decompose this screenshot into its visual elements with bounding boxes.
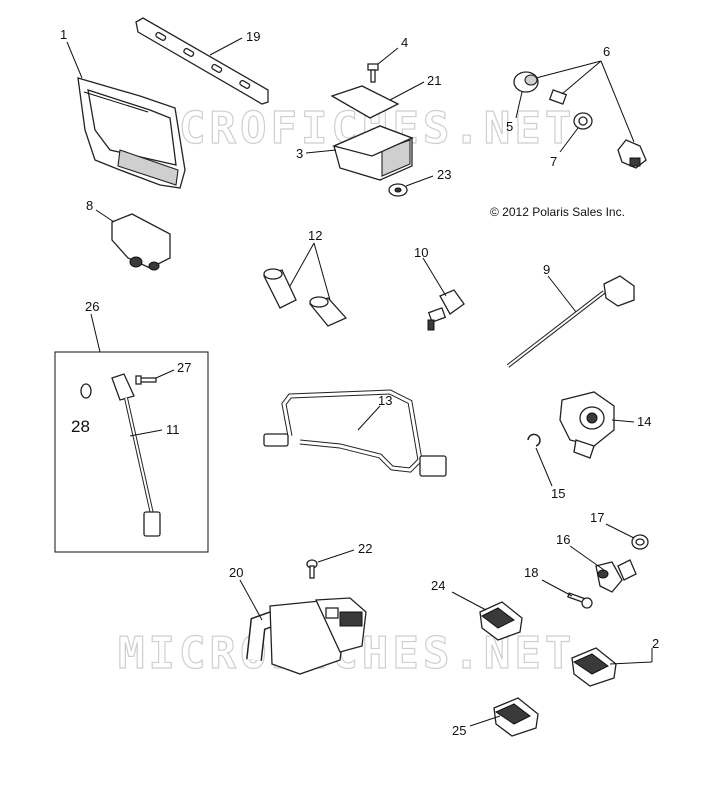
callout-27: 27 [177,360,191,375]
callout-18: 18 [524,565,538,580]
part-24-switch[interactable] [479,601,523,641]
part-2-switch[interactable] [571,647,617,687]
callout-19: 19 [246,29,260,44]
callout-17: 17 [590,510,604,525]
part-4-screw[interactable] [367,63,379,83]
part-5-cap[interactable] [513,71,539,93]
callout-24: 24 [431,578,445,593]
part-28-o-ring[interactable] [80,383,92,399]
part-6-connector[interactable] [548,89,647,169]
callout-10: 10 [414,245,428,260]
part-22-screw[interactable] [306,559,318,579]
part-16-elbow[interactable] [595,559,637,593]
part-12-sensors[interactable] [263,268,348,327]
callout-7: 7 [550,154,557,169]
callout-6: 6 [603,44,610,59]
callout-2: 2 [652,636,659,651]
callout-16: 16 [556,532,570,547]
callout-13: 13 [378,393,392,408]
callout-21: 21 [427,73,441,88]
part-1-ecu[interactable] [77,77,186,189]
part-11-o2-sensor[interactable] [111,373,161,537]
callout-4: 4 [401,35,408,50]
callout-9: 9 [543,262,550,277]
part-26-kit-box[interactable] [54,351,209,553]
part-17-o-ring[interactable] [631,534,649,550]
callout-20: 20 [229,565,243,580]
callout-28: 28 [71,417,90,436]
callout-5: 5 [506,119,513,134]
part-23-grommet[interactable] [388,183,408,197]
part-9-probe[interactable] [506,275,635,368]
part-27-screw[interactable] [135,375,157,385]
callout-23: 23 [437,167,451,182]
part-19-bracket[interactable] [135,17,269,105]
callout-14: 14 [637,414,651,429]
part-20-throttle-body[interactable] [246,597,367,675]
callout-22: 22 [358,541,372,556]
callout-3: 3 [296,146,303,161]
part-8-sensor[interactable] [111,213,171,271]
callout-26: 26 [85,299,99,314]
part-18-bolt[interactable] [567,592,593,609]
callout-1: 1 [60,27,67,42]
part-7-washer[interactable] [573,112,593,130]
part-13-harness[interactable] [263,389,447,477]
part-14-knock-sensor[interactable] [559,391,615,459]
callout-15: 15 [551,486,565,501]
part-15-clip[interactable] [527,433,541,447]
part-3-module[interactable] [332,125,414,181]
callout-11: 11 [166,422,180,437]
callout-25: 25 [452,723,466,738]
part-21-plate[interactable] [330,85,400,119]
callout-12: 12 [308,228,322,243]
part-25-switch[interactable] [493,697,539,737]
callout-8: 8 [86,198,93,213]
copyright-notice: © 2012 Polaris Sales Inc. [490,205,625,219]
